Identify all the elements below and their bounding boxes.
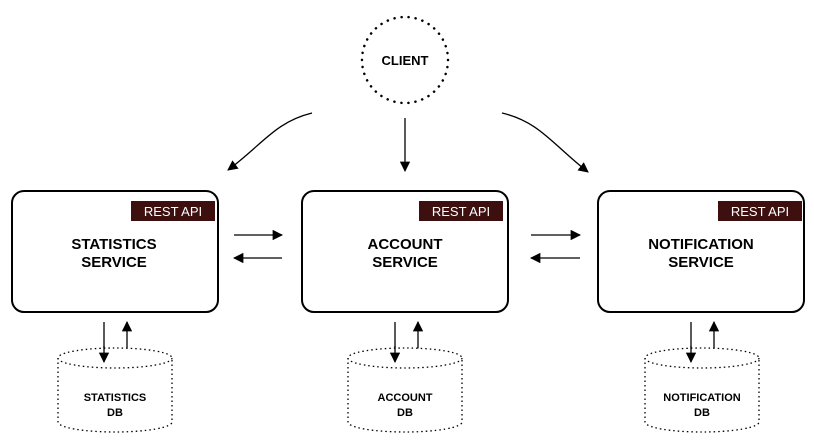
db-name-line2: DB [107, 407, 123, 419]
client-node: CLIENT [360, 15, 450, 105]
account-service: REST API ACCOUNT SERVICE [301, 190, 509, 313]
rest-api-badge [718, 201, 802, 221]
account-db: ACCOUNT DB [347, 347, 463, 433]
rest-api-badge-label: REST API [432, 204, 490, 219]
rest-api-badge-label: REST API [144, 204, 202, 219]
db-name-line1: NOTIFICATION [663, 392, 740, 404]
service-name-line1: STATISTICS [71, 236, 156, 253]
db-name-line1: STATISTICS [84, 392, 147, 404]
service-name-line1: NOTIFICATION [648, 236, 754, 253]
db-name-line2: DB [694, 407, 710, 419]
client-label: CLIENT [382, 53, 429, 68]
rest-api-badge [131, 201, 215, 221]
arrow-client-to-statistics [227, 112, 313, 171]
service-name-line1: ACCOUNT [368, 236, 443, 253]
service-name-line2: SERVICE [372, 254, 438, 271]
db-name-line1: ACCOUNT [378, 392, 433, 404]
statistics-service: REST API STATISTICS SERVICE [11, 190, 219, 313]
service-name-line2: SERVICE [81, 254, 147, 271]
arrow-client-to-notification [501, 112, 589, 173]
service-name-line2: SERVICE [668, 254, 734, 271]
rest-api-badge [419, 201, 503, 221]
notification-service: REST API NOTIFICATION SERVICE [597, 190, 805, 313]
rest-api-badge-label: REST API [731, 204, 789, 219]
notification-db: NOTIFICATION DB [644, 347, 760, 433]
db-name-line2: DB [397, 407, 413, 419]
statistics-db: STATISTICS DB [57, 347, 173, 433]
